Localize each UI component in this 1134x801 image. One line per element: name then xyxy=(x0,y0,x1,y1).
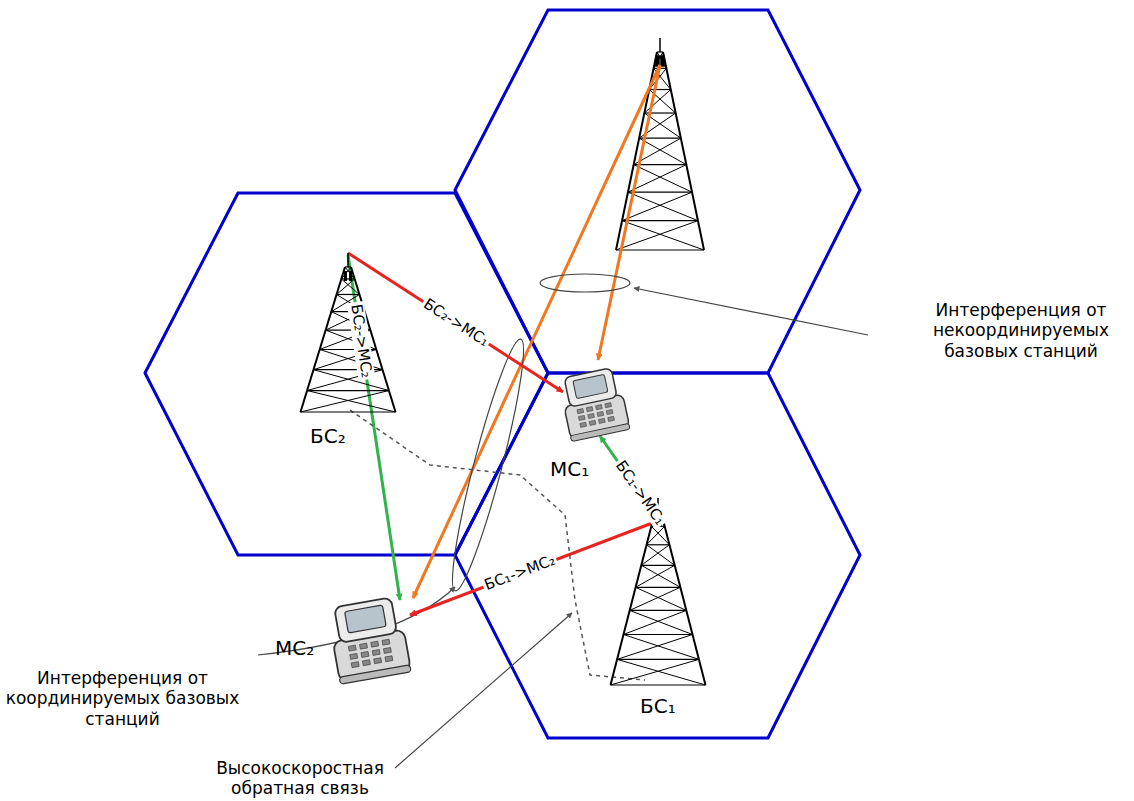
interference-lines xyxy=(413,65,660,598)
link-label: БС₁->МС₁ xyxy=(610,456,669,530)
interference-arrow xyxy=(598,65,660,360)
callout-marks xyxy=(258,274,868,768)
callout-text: Интерференция от некоординируемых базовы… xyxy=(915,300,1127,361)
mobile-station: МС₂ xyxy=(270,595,415,695)
cell-hexagon xyxy=(455,10,860,373)
link-label: БС₂->МС₂ xyxy=(347,301,376,381)
station-label: БС₁ xyxy=(640,695,676,717)
callout-text: Интерференция от координируемых базовых … xyxy=(5,668,240,729)
station-label: МС₁ xyxy=(550,458,589,480)
interference-ellipse xyxy=(540,274,630,292)
cell-hexagon xyxy=(145,193,548,555)
link-label: БС₁->МС₂ xyxy=(481,551,560,595)
interference-ellipse xyxy=(442,336,535,595)
interference-arrow xyxy=(413,65,660,598)
callout-text: Высокоскоростная обратная связь xyxy=(182,758,418,799)
leader-line xyxy=(395,613,572,768)
signal-arrow xyxy=(348,253,563,392)
station-label: МС₂ xyxy=(275,637,314,659)
cell-hexagon xyxy=(455,373,860,738)
link-label: БС₂->МС₁ xyxy=(418,294,493,351)
station-label: БС₂ xyxy=(310,425,346,447)
leader-line xyxy=(634,288,868,335)
signal-arrow xyxy=(410,522,655,615)
base-station: БС₂ xyxy=(295,245,405,460)
cell-hexagons xyxy=(145,10,860,738)
